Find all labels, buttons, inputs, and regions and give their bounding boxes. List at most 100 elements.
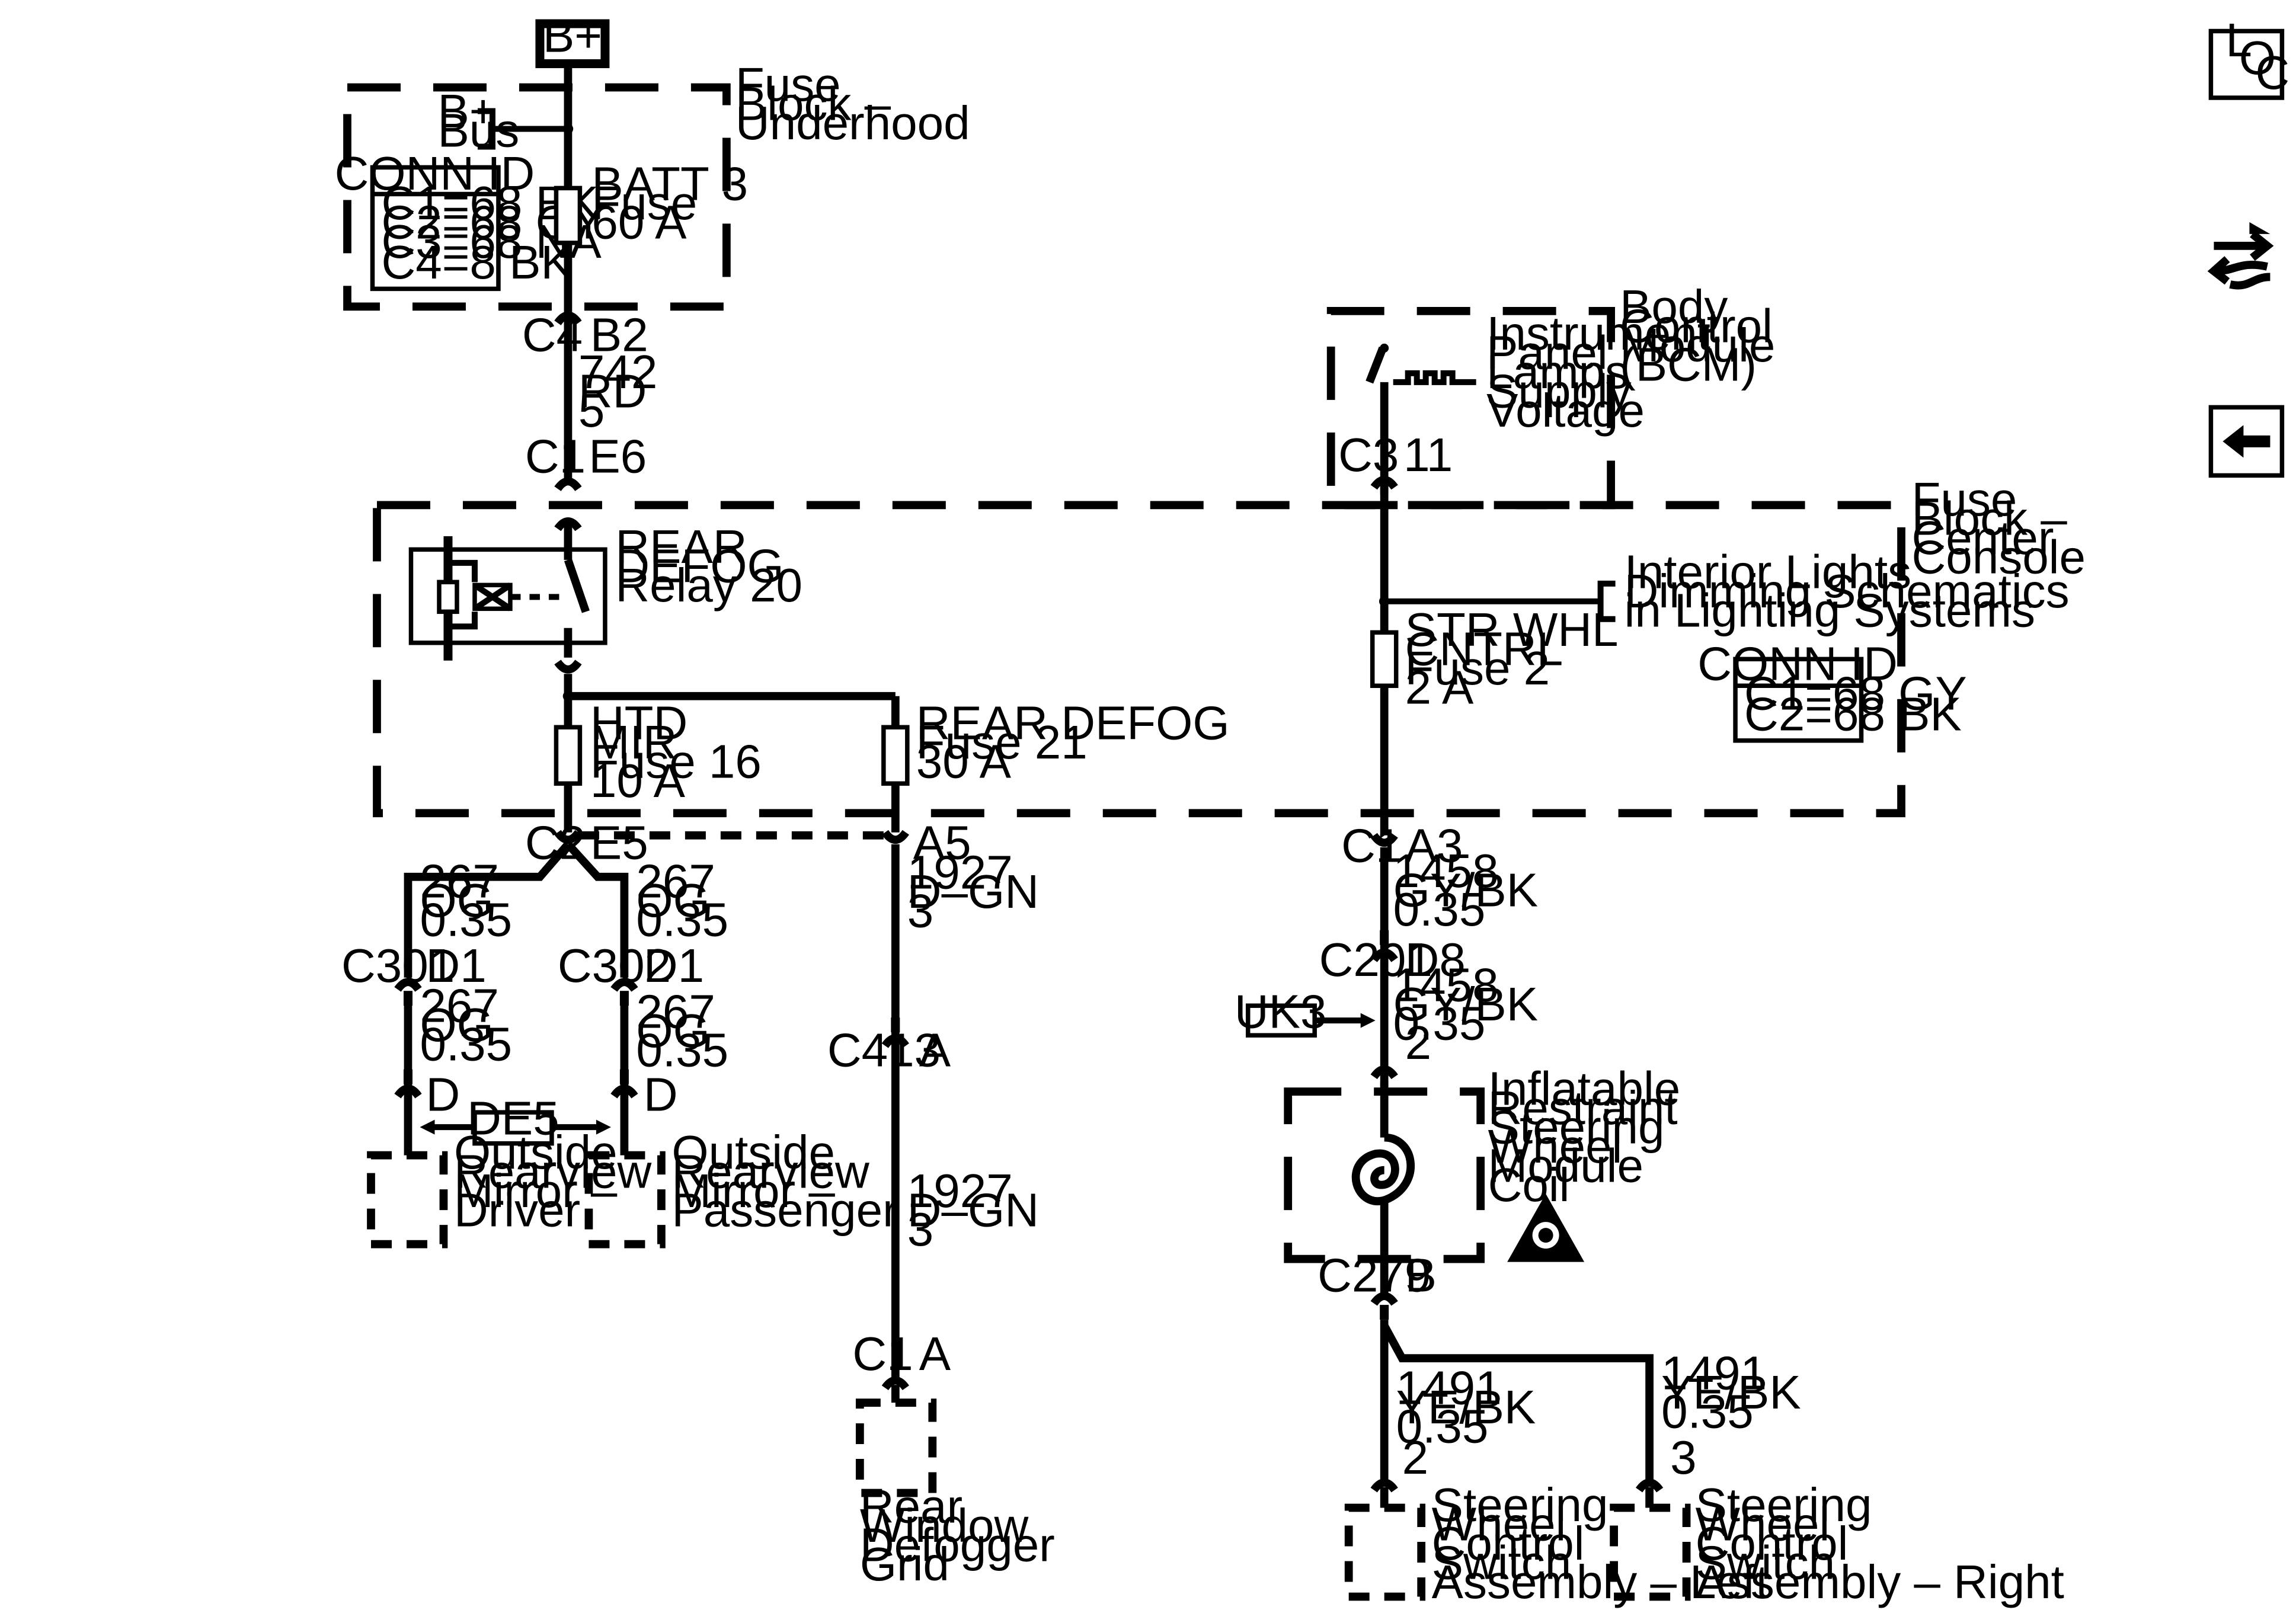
svg-text:C4=8 BK: C4=8 BK	[381, 236, 572, 289]
svg-text:STR WHL CNTRL Fuse: STR WHL CNTRL Fuse 2 2 A	[1405, 603, 1632, 713]
airbag-warning-icon	[1507, 1193, 1585, 1262]
svg-text:A: A	[919, 1024, 951, 1077]
svg-text:C1=68 GY: C1=68 GY	[1744, 667, 1967, 719]
clockspring-coil-icon	[1351, 1081, 1415, 1294]
svg-text:B+: B+	[437, 85, 497, 137]
svg-text:C279: C279	[1318, 1249, 1431, 1302]
fuse-rear-defog-21: REAR DEFOG Fuse 21 30 A	[881, 696, 1243, 788]
connector-c4-b2: C4 B2	[522, 308, 648, 361]
connector-c1-a: C1 A	[852, 1327, 951, 1391]
svg-text:C413: C413	[827, 1024, 941, 1077]
svg-text:C201: C201	[1319, 933, 1432, 986]
svg-text:C2=68 BK: C2=68 BK	[1744, 687, 1962, 740]
loc-button[interactable]: L O C	[2208, 14, 2289, 100]
connector-c1-e6: C1 E6	[525, 430, 647, 492]
outside-mirror-driver	[367, 1151, 448, 1249]
b-plus-bus: B+ Bus	[437, 85, 574, 156]
fuse-block-underhood-title: Fuse Block – Underhood	[736, 58, 970, 149]
svg-text:REAR DEFOG Relay 2: REAR DEFOG Relay 20	[615, 520, 802, 612]
svg-text:C1: C1	[525, 430, 586, 482]
wire-1927-lower: 1927 D–GN 3	[907, 1164, 1052, 1256]
de5-reference[interactable]: DE5	[420, 1092, 611, 1146]
svg-text:D: D	[426, 1068, 460, 1121]
connector-c413: C413 A	[827, 1017, 951, 1077]
wire-1458-upper: 1458 GY/BK 0.35	[1393, 844, 1552, 936]
svg-text:B2: B2	[590, 308, 648, 361]
svg-text:B: B	[1405, 1249, 1437, 1302]
svg-text:BATT 3 Fuse 60 A: BATT 3 Fuse 60 A	[591, 157, 761, 248]
connector-c279-b: C279 B	[1318, 1249, 1437, 1320]
svg-text:HTD MIR Fuse 16: HTD MIR Fuse 16 10 A	[590, 696, 775, 806]
svg-text:CONN ID: CONN ID	[335, 147, 535, 200]
svg-text:C: C	[2255, 46, 2289, 99]
outside-mirror-driver-label: Outside Rearview Mirror – Driver	[454, 1126, 665, 1236]
pin-2: 2	[1402, 1431, 1428, 1484]
connector-c302: C302 D1	[558, 939, 704, 1006]
fuse-block-underhood	[343, 83, 731, 311]
bcm-title: Body Control Module (BCM)	[1620, 280, 1789, 391]
svg-text:C3: C3	[1338, 428, 1399, 481]
svg-text:O: O	[2239, 31, 2276, 84]
coil-label: Inflatable Restraint Steering Wheel Modu…	[1488, 1062, 1694, 1211]
svg-text:C302: C302	[558, 939, 671, 992]
fuse-block-center-console-title: Fuse Block – Center Console	[1912, 473, 2086, 583]
fuse-block-center-console	[373, 501, 1905, 818]
connector-c1-a3: C1 A3	[1341, 820, 1463, 872]
bcm-supply-switch: Instrument Panel Lamps Supply Voltage	[1366, 307, 1723, 495]
wire-742: 742 RD 5	[578, 345, 671, 437]
svg-text:A5: A5	[913, 817, 971, 869]
wire-267-driver-lower: 267 OG 0.35	[420, 980, 512, 1071]
svg-text:C1: C1	[1341, 820, 1402, 872]
fuse-batt3: BATT 3 Fuse 60 A	[554, 157, 761, 248]
conn-id-table-underhood: CONN ID C1=68 BK C2=68 GY C3=68 NA C4=8 …	[335, 147, 604, 292]
svg-text:Interior Lights Dimming: Interior Lights Dimming Schematics in Li…	[1625, 545, 2083, 636]
svg-text:REAR DEFOG Fuse 21: REAR DEFOG Fuse 21 30 A	[916, 696, 1243, 788]
svg-text:A3: A3	[1405, 820, 1463, 872]
svg-text:Bus: Bus	[437, 104, 519, 156]
steering-switch-right-label: Steering Wheel Control Switch Assembly –…	[1696, 1478, 2064, 1608]
svg-text:DE5: DE5	[467, 1092, 559, 1145]
svg-text:CONN ID: CONN ID	[1697, 637, 1898, 690]
wire-267-passenger-upper: 267 OG 0.35	[636, 855, 728, 946]
svg-text:D: D	[644, 1068, 678, 1121]
svg-text:C301: C301	[341, 939, 455, 992]
svg-text:UK3: UK3	[1235, 985, 1327, 1038]
wire-1491-right: 1491 YE/BK 0.35	[1661, 1347, 1814, 1438]
wire-1491-left: 1491 YE/BK 0.35	[1396, 1362, 1549, 1453]
wire-1458-lower: 1458 GY/BK 0.35 2	[1393, 959, 1552, 1069]
steering-switch-right	[1610, 1503, 1691, 1601]
svg-text:Instrument Panel L: Instrument Panel Lamps Supply Voltage	[1486, 307, 1723, 437]
svg-text:11: 11	[1403, 428, 1453, 481]
back-arrow-button[interactable]	[2208, 405, 2285, 478]
svg-text:L: L	[2225, 14, 2252, 66]
svg-text:C1: C1	[852, 1327, 913, 1380]
svg-text:D1: D1	[644, 939, 704, 992]
svg-text:E6: E6	[589, 430, 647, 482]
wire-267-passenger-lower: 267 OG 0.35	[636, 985, 728, 1077]
b-plus-label: B+	[543, 9, 602, 62]
connector-c301: C301 D1	[341, 939, 487, 1006]
pin-3: 3	[1670, 1431, 1696, 1484]
outside-mirror-passenger-label: Outside Rearview Mirror – Passenger	[671, 1126, 898, 1236]
rear-window-defogger-grid-label: Rear Window Defogger Grid	[860, 1480, 1068, 1590]
connector-c3-11: C3 11	[1338, 428, 1453, 490]
svg-text:A: A	[919, 1327, 951, 1380]
outside-mirror-passenger	[584, 1151, 666, 1249]
b-plus-source: B+	[535, 9, 610, 68]
fuse-htd-mir-16: HTD MIR Fuse 16 10 A	[554, 696, 775, 807]
rear-defog-relay-20: REAR DEFOG Relay 20	[408, 520, 802, 661]
wire-267-driver-upper: 267 OG 0.35	[420, 855, 512, 946]
rear-window-defogger-grid	[855, 1398, 937, 1497]
interior-lights-reference: Interior Lights Dimming Schematics in Li…	[1379, 545, 2083, 636]
body-control-module	[1326, 307, 1615, 510]
conn-id-table-center-console: CONN ID C1=68 GY C2=68 BK	[1697, 637, 1967, 743]
connector-swap-icon[interactable]	[2207, 222, 2274, 290]
svg-text:E5: E5	[590, 817, 648, 869]
steering-switch-left	[1344, 1503, 1426, 1601]
uk3-reference[interactable]: UK3	[1235, 985, 1376, 1038]
wire-1927-upper: 1927 D–GN 3	[907, 846, 1052, 937]
fuse-str-whl-cntrl-2: STR WHL CNTRL Fuse 2 2 A	[1370, 603, 1632, 713]
steering-switch-left-label: Steering Wheel Control Switch Assembly –…	[1432, 1478, 1769, 1608]
connector-a5: A5	[881, 817, 971, 869]
